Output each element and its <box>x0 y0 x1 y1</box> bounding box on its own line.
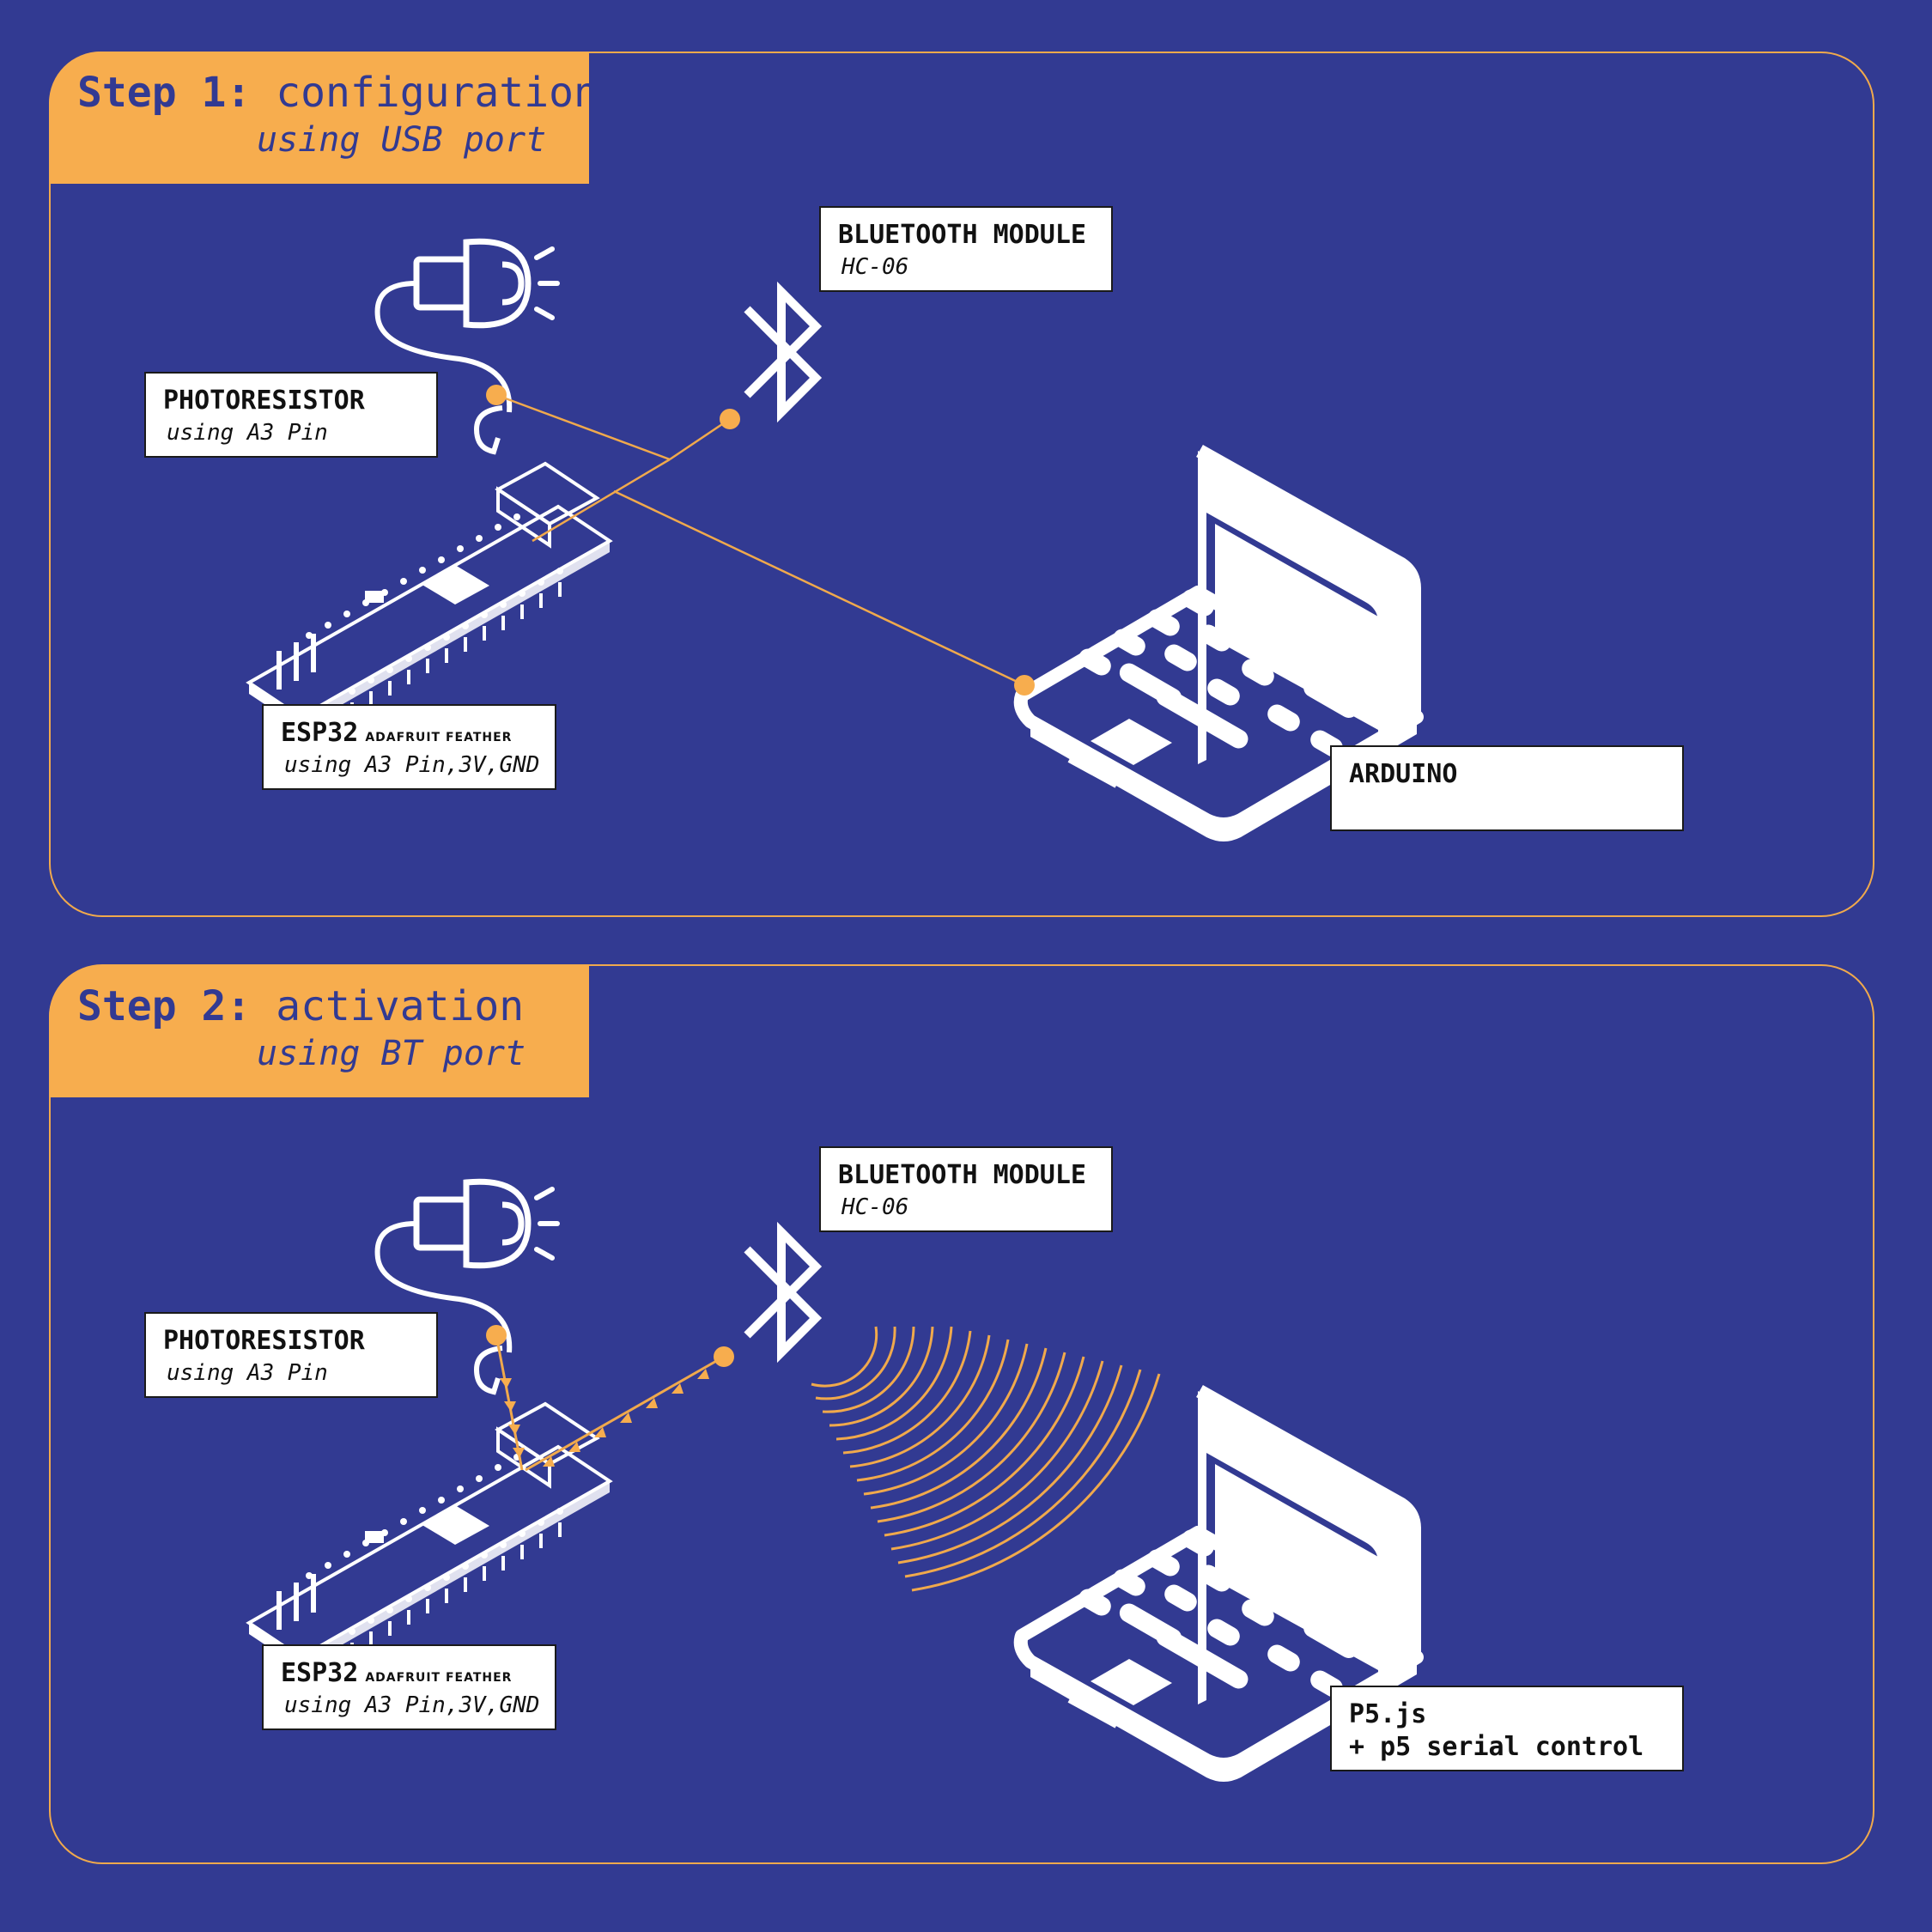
bluetooth-module-label: BLUETOOTH MODULE HC-06 <box>819 206 1113 292</box>
computer-label: P5.js + p5 serial control <box>1330 1686 1684 1771</box>
photoresistor-title: PHOTORESISTOR <box>163 386 365 416</box>
computer-title: P5.js <box>1349 1699 1427 1729</box>
esp32-model: ADAFRUIT FEATHER <box>365 1671 513 1685</box>
esp32-title: ESP32 <box>281 718 359 748</box>
step2-panel <box>49 964 1874 1864</box>
photoresistor-title: PHOTORESISTOR <box>163 1326 365 1356</box>
esp32-pins: using A3 Pin,3V,GND <box>284 1692 540 1718</box>
bluetooth-module-label: BLUETOOTH MODULE HC-06 <box>819 1146 1113 1232</box>
step2-header: Step 2: activation using BT port <box>49 965 589 1097</box>
bluetooth-module-model: HC-06 <box>841 1194 909 1220</box>
computer-sub: + p5 serial control <box>1349 1732 1644 1762</box>
step1-title-bold: Step 1: <box>77 69 252 117</box>
bluetooth-icon <box>747 1232 816 1352</box>
bluetooth-module-model: HC-06 <box>841 254 909 280</box>
wireless-signal-icon <box>811 1326 1161 1592</box>
step2-title: activation <box>276 982 525 1030</box>
step2-data-flow <box>486 1325 734 1472</box>
bluetooth-module-title: BLUETOOTH MODULE <box>838 1160 1086 1190</box>
esp32-board-icon <box>247 1402 611 1670</box>
step1-subtitle: using USB port <box>257 120 547 160</box>
step1-header: Step 1: configuration using USB port <box>49 52 598 184</box>
esp32-label: ESP32 ADAFRUIT FEATHER using A3 Pin,3V,GN… <box>262 704 556 790</box>
computer-label: ARDUINO <box>1330 745 1684 831</box>
esp32-title: ESP32 <box>281 1658 359 1688</box>
esp32-model: ADAFRUIT FEATHER <box>365 731 513 744</box>
step2-subtitle: using BT port <box>257 1034 526 1073</box>
step1-connections <box>486 385 1035 696</box>
computer-title: ARDUINO <box>1349 759 1458 789</box>
step1-panel <box>49 52 1874 917</box>
photoresistor-label: PHOTORESISTOR using A3 Pin <box>144 372 438 458</box>
step2-title-bold: Step 2: <box>77 982 252 1030</box>
photoresistor-label: PHOTORESISTOR using A3 Pin <box>144 1312 438 1398</box>
bluetooth-module-title: BLUETOOTH MODULE <box>838 220 1086 250</box>
photoresistor-pin: using A3 Pin <box>167 420 328 446</box>
step1-title: configuration <box>276 69 598 117</box>
esp32-board-icon <box>247 462 611 730</box>
esp32-pins: using A3 Pin,3V,GND <box>284 752 540 778</box>
bluetooth-icon <box>747 292 816 412</box>
photoresistor-pin: using A3 Pin <box>167 1360 328 1386</box>
esp32-label: ESP32 ADAFRUIT FEATHER using A3 Pin,3V,GN… <box>262 1644 556 1730</box>
